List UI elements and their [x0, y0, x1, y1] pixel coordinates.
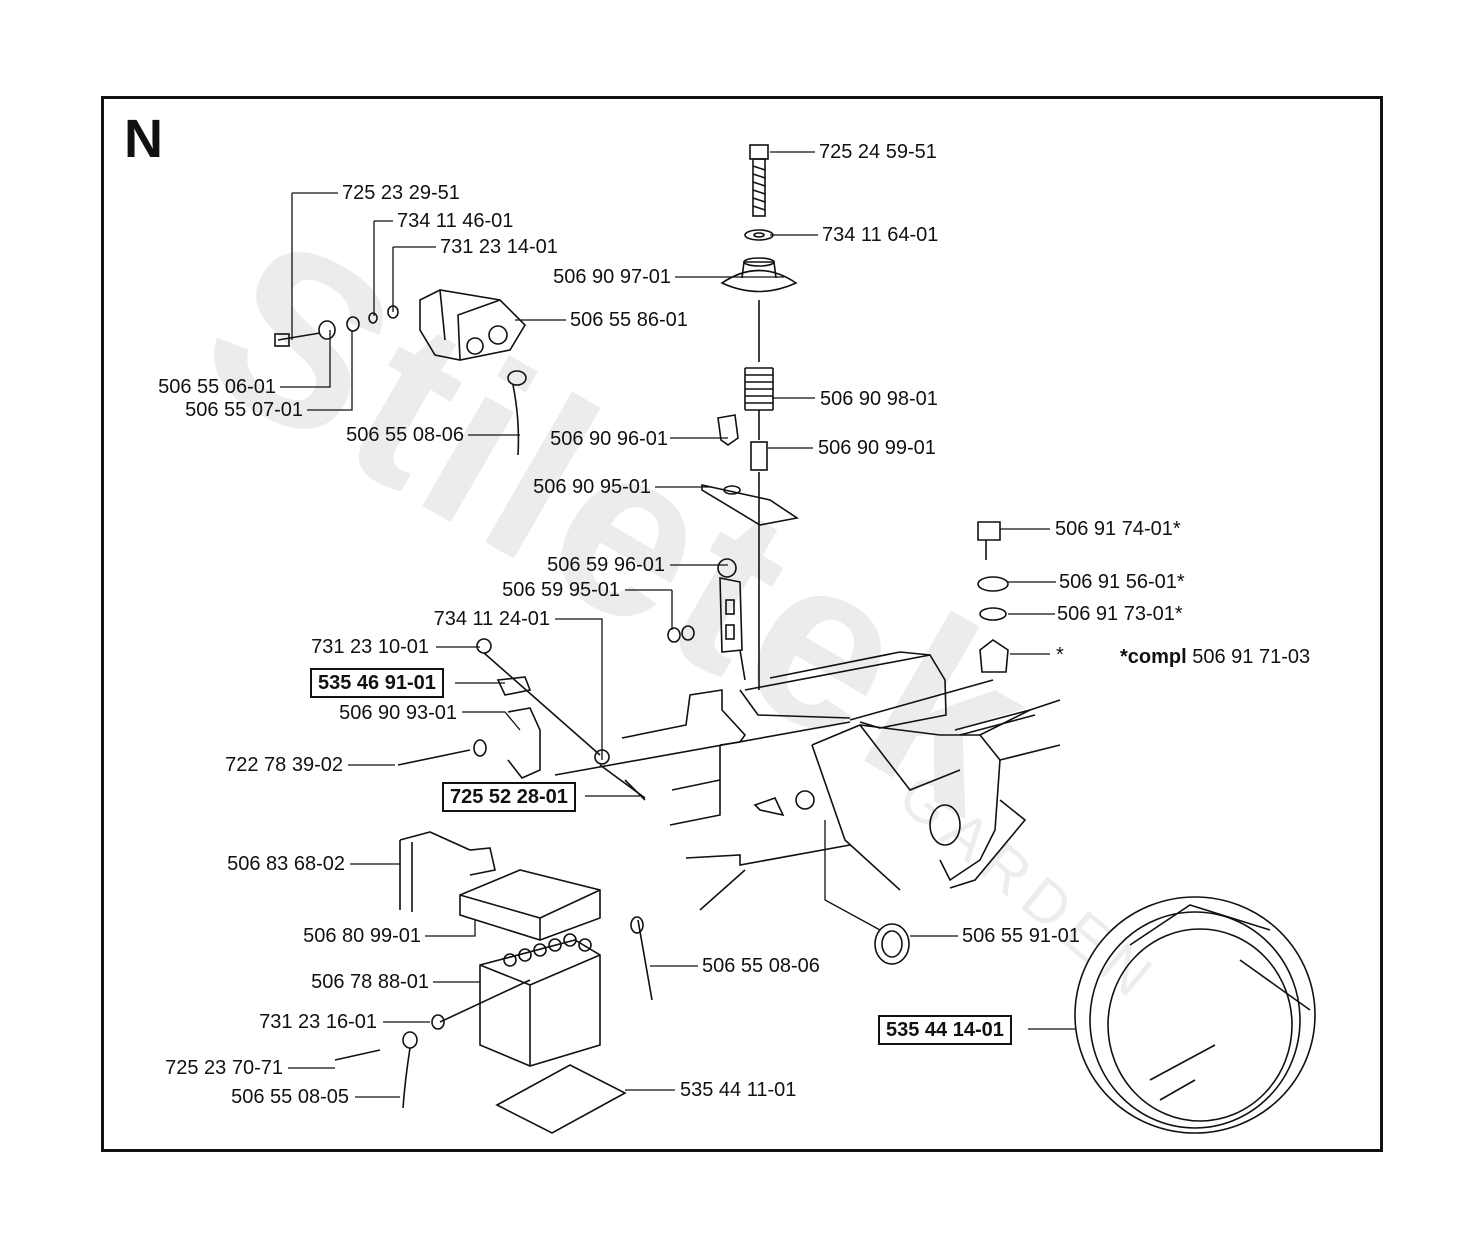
part-label: 535 44 11-01	[680, 1079, 797, 1101]
part-label: 725 24 59-51	[819, 141, 937, 163]
wiring-harness	[1074, 896, 1316, 1134]
section-letter: N	[124, 109, 163, 169]
part-label: 734 11 24-01	[433, 608, 550, 630]
battery-assembly	[334, 831, 653, 1134]
part-label: 506 55 86-01	[570, 309, 688, 331]
part-label: 722 78 39-02	[225, 754, 343, 776]
part-label: 506 55 07-01	[185, 399, 303, 421]
part-label: 731 23 10-01	[311, 636, 429, 658]
part-label: 734 11 64-01	[822, 224, 939, 246]
part-label: 506 90 93-01	[339, 702, 457, 724]
part-label: 506 80 99-01	[303, 925, 421, 947]
star-note: *	[1056, 644, 1064, 666]
switch-clamp	[397, 638, 646, 801]
part-label: 734 11 46-01	[397, 210, 514, 232]
ignition-key-parts	[849, 521, 1009, 721]
part-label: 506 55 08-06	[702, 955, 820, 977]
compl-prefix: *compl	[1120, 646, 1187, 668]
part-label: 506 59 96-01	[547, 554, 665, 576]
part-label: 731 23 14-01	[440, 236, 558, 258]
body-panel	[554, 651, 1061, 911]
part-label: 731 23 16-01	[259, 1011, 377, 1033]
diagram-frame	[101, 96, 1383, 1152]
part-label: 506 59 95-01	[502, 579, 620, 601]
part-label: 506 91 73-01*	[1057, 603, 1183, 625]
compl-number: 506 91 71-03	[1192, 646, 1311, 668]
part-label: 506 83 68-02	[227, 853, 345, 875]
part-label: 506 55 08-05	[231, 1086, 349, 1108]
part-label: 725 23 70-71	[165, 1057, 283, 1079]
part-label-boxed: 535 46 91-01	[310, 668, 444, 698]
bushing	[874, 923, 910, 965]
part-label: 506 55 06-01	[158, 376, 276, 398]
part-label: 506 55 08-06	[346, 424, 464, 446]
part-label: 506 55 91-01	[962, 925, 1080, 947]
compl-note: *compl 506 91 71-03	[1120, 647, 1310, 667]
part-label: 506 78 88-01	[311, 971, 429, 993]
leader-lines	[280, 151, 1075, 1098]
part-label: 506 90 97-01	[553, 266, 671, 288]
shift-lever	[667, 558, 746, 681]
part-label: 506 90 98-01	[820, 388, 938, 410]
part-label: 506 90 99-01	[818, 437, 936, 459]
shaft-assembly	[701, 144, 800, 690]
part-label-boxed: 535 44 14-01	[878, 1015, 1012, 1045]
solenoid	[274, 289, 527, 456]
part-label: 506 90 95-01	[533, 476, 651, 498]
part-label: 506 91 74-01*	[1055, 518, 1181, 540]
part-label: 506 90 96-01	[550, 428, 668, 450]
part-label: 506 91 56-01*	[1059, 571, 1185, 593]
part-label: 725 23 29-51	[342, 182, 460, 204]
part-label-boxed: 725 52 28-01	[442, 782, 576, 812]
